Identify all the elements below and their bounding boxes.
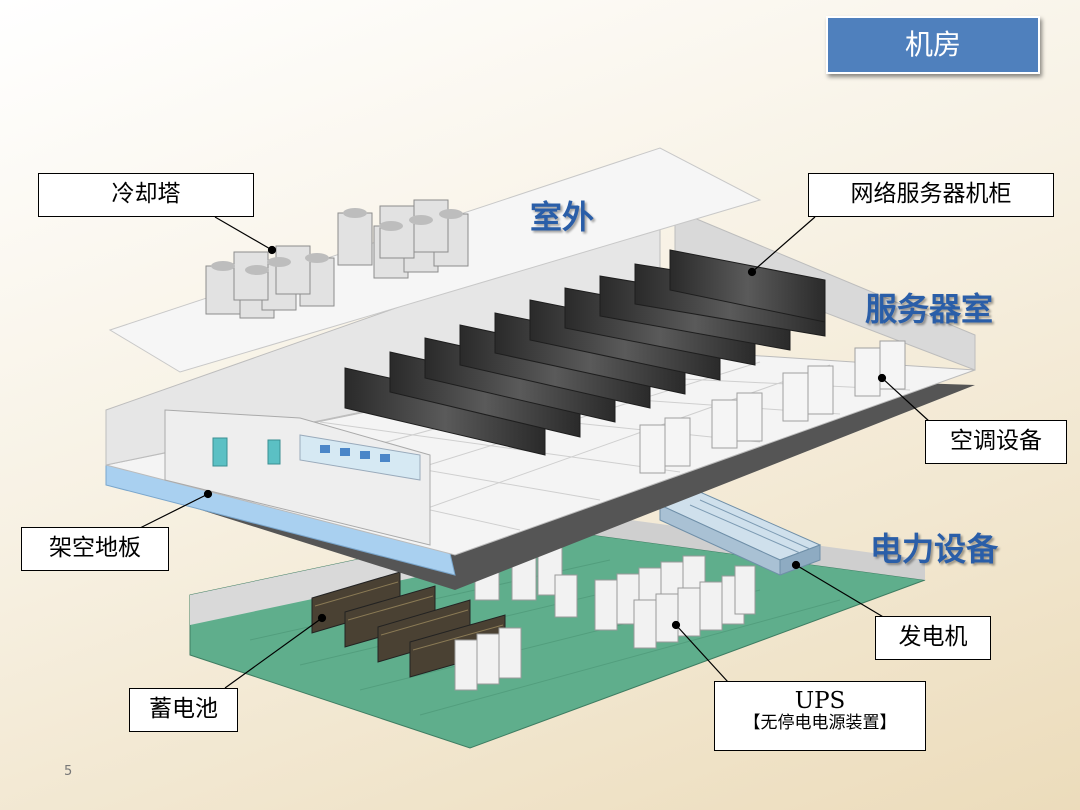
ups-subtitle: 【无停电电源装置】 xyxy=(743,713,897,734)
raised-floor-label: 架空地板 xyxy=(21,527,169,571)
ups-title: UPS xyxy=(794,688,846,714)
server-rack-rows xyxy=(344,249,826,456)
battery-bank xyxy=(311,571,506,678)
operations-office xyxy=(164,409,431,546)
generator-unit xyxy=(658,491,822,576)
cooling-towers xyxy=(205,199,469,319)
power-layer xyxy=(189,491,926,749)
page-number: 5 xyxy=(64,764,73,779)
zone-server-room: 服务器室 xyxy=(865,290,994,328)
zone-outdoor: 室外 xyxy=(530,198,595,236)
ac-equipment-label: 空调设备 xyxy=(925,420,1067,464)
outdoor-layer xyxy=(108,147,762,373)
server-room-layer xyxy=(105,209,976,590)
battery-label: 蓄电池 xyxy=(129,688,238,732)
page-title: 机房 xyxy=(826,16,1040,74)
zone-power-equipment: 电力设备 xyxy=(870,530,999,568)
ups-label: UPS 【无停电电源装置】 xyxy=(714,681,926,751)
leader-lines xyxy=(139,216,931,689)
ups-cabinets xyxy=(454,544,756,691)
server-rack-label: 网络服务器机柜 xyxy=(808,173,1054,217)
ac-units xyxy=(639,340,906,474)
cooling-tower-label: 冷却塔 xyxy=(38,173,254,217)
generator-label: 发电机 xyxy=(875,616,991,660)
